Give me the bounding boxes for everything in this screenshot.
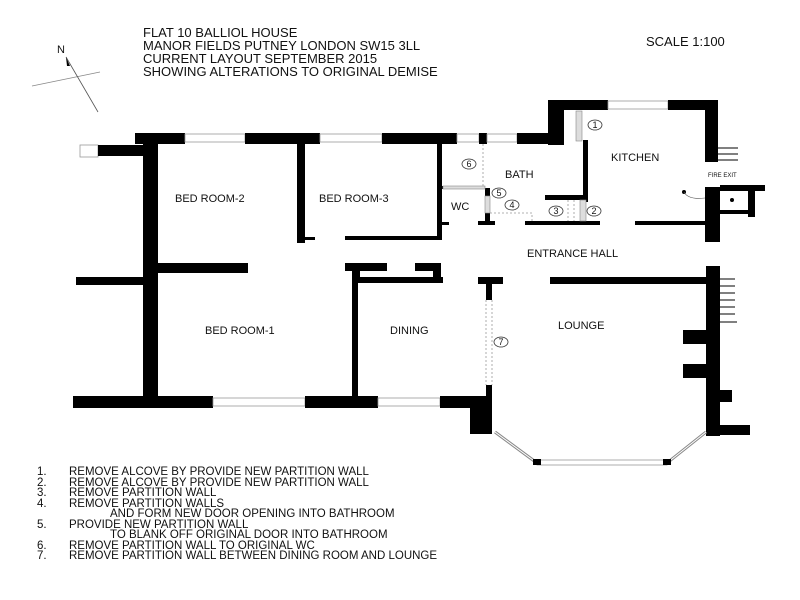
title-line: CURRENT LAYOUT SEPTEMBER 2015 bbox=[143, 51, 378, 66]
title-line: MANOR FIELDS PUTNEY LONDON SW15 3LL bbox=[143, 38, 421, 53]
alteration-markers: 1 2 3 4 5 6 7 bbox=[461, 119, 603, 348]
marker: 5 bbox=[496, 188, 501, 198]
north-compass-icon: N bbox=[31, 44, 101, 113]
alteration-notes: 1.REMOVE ALCOVE BY PROVIDE NEW PARTITION… bbox=[37, 467, 437, 562]
room-label: BED ROOM-2 bbox=[175, 193, 245, 205]
title-line: SHOWING ALTERATIONS TO ORIGINAL DEMISE bbox=[143, 64, 438, 79]
note-continuation: AND FORM NEW DOOR OPENING INTO BATHROOM bbox=[110, 508, 395, 520]
room-label: BATH bbox=[505, 169, 534, 181]
scale-label: SCALE 1:100 bbox=[646, 34, 725, 49]
marker: 1 bbox=[592, 120, 597, 130]
note-item: 4.REMOVE PARTITION WALLS bbox=[37, 497, 225, 510]
note-item: 1.REMOVE ALCOVE BY PROVIDE NEW PARTITION… bbox=[37, 466, 369, 478]
marker: 3 bbox=[553, 206, 558, 216]
compass-label: N bbox=[57, 44, 65, 56]
room-label: LOUNGE bbox=[558, 320, 604, 332]
room-label: WC bbox=[451, 201, 469, 213]
note-item: 2.REMOVE ALCOVE BY PROVIDE NEW PARTITION… bbox=[37, 476, 369, 489]
note-continuation: TO BLANK OFF ORIGINAL DOOR INTO BATHROOM bbox=[110, 529, 388, 541]
marker: 4 bbox=[509, 200, 514, 210]
room-label: KITCHEN bbox=[611, 152, 659, 164]
room-label: ENTRANCE HALL bbox=[527, 248, 618, 260]
alterations bbox=[442, 110, 587, 385]
title-line: FLAT 10 BALLIOL HOUSE bbox=[143, 25, 298, 40]
fire-exit-label: FIRE EXIT bbox=[708, 173, 737, 179]
marker: 6 bbox=[466, 159, 471, 169]
room-label: DINING bbox=[390, 325, 429, 337]
note-item: 5.PROVIDE NEW PARTITION WALL bbox=[37, 518, 249, 531]
note-item: 7.REMOVE PARTITION WALL BETWEEN DINING R… bbox=[37, 550, 438, 562]
walls bbox=[73, 100, 765, 466]
marker: 2 bbox=[591, 206, 596, 216]
room-label: BED ROOM-1 bbox=[205, 325, 275, 337]
note-item: 3.REMOVE PARTITION WALL bbox=[37, 487, 217, 499]
title-block: FLAT 10 BALLIOL HOUSE MANOR FIELDS PUTNE… bbox=[143, 26, 438, 78]
marker: 7 bbox=[498, 337, 503, 347]
room-labels: BED ROOM-2 BED ROOM-3 WC BATH KITCHEN FI… bbox=[175, 152, 737, 337]
room-label: BED ROOM-3 bbox=[319, 193, 389, 205]
note-item: 6.REMOVE PARTITION WALL TO ORIGINAL WC bbox=[37, 539, 315, 552]
